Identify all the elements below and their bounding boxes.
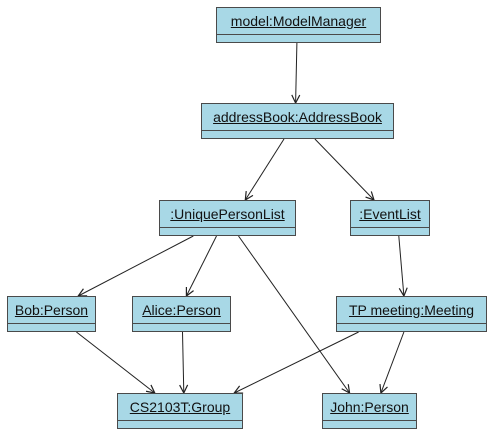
address-book-divider [202,130,393,131]
bob-person-object: Bob:Person [7,296,96,332]
edge-unique-person-list-to-john [238,235,350,393]
alice-person-divider [133,323,230,324]
unique-person-list-label: :UniquePersonList [170,206,285,222]
address-book-label: addressBook:AddressBook [213,109,382,125]
tp-meeting-object: TP meeting:Meeting [336,296,487,332]
cs2103t-group-divider [118,420,242,421]
tp-meeting-divider [337,323,486,324]
edge-event-list-to-tp-meeting [398,235,404,296]
edge-address-book-to-event-list [314,138,374,200]
model-manager-divider [217,34,380,35]
alice-person-object: Alice:Person [132,296,231,332]
unique-person-list-object: :UniquePersonList [159,200,296,236]
john-person-label: John:Person [330,399,409,415]
bob-person-label: Bob:Person [14,302,89,318]
event-list-label: :EventList [359,206,421,222]
alice-person-label: Alice:Person [142,302,221,318]
edge-tp-meeting-to-group [234,331,359,393]
unique-person-list-divider [160,227,295,228]
address-book-object: addressBook:AddressBook [201,103,394,139]
edge-bob-to-group [76,331,154,393]
john-person-divider [323,420,416,421]
event-list-object: :EventList [350,200,430,236]
edge-tp-meeting-to-john [381,331,405,393]
cs2103t-group-object: CS2103T:Group [117,393,243,429]
cs2103t-group-label: CS2103T:Group [129,399,231,415]
event-list-divider [351,227,429,228]
edge-model-manager-to-address-book [296,42,297,103]
edge-address-book-to-unique-person-list [245,138,285,200]
john-person-object: John:Person [322,393,417,429]
edge-unique-person-list-to-bob [78,235,194,296]
edge-alice-to-group [183,331,184,393]
model-manager-object: model:ModelManager [216,7,381,43]
tp-meeting-label: TP meeting:Meeting [348,302,475,318]
bob-person-divider [8,323,95,324]
model-manager-label: model:ModelManager [230,13,367,29]
edge-unique-person-list-to-alice [186,235,217,296]
